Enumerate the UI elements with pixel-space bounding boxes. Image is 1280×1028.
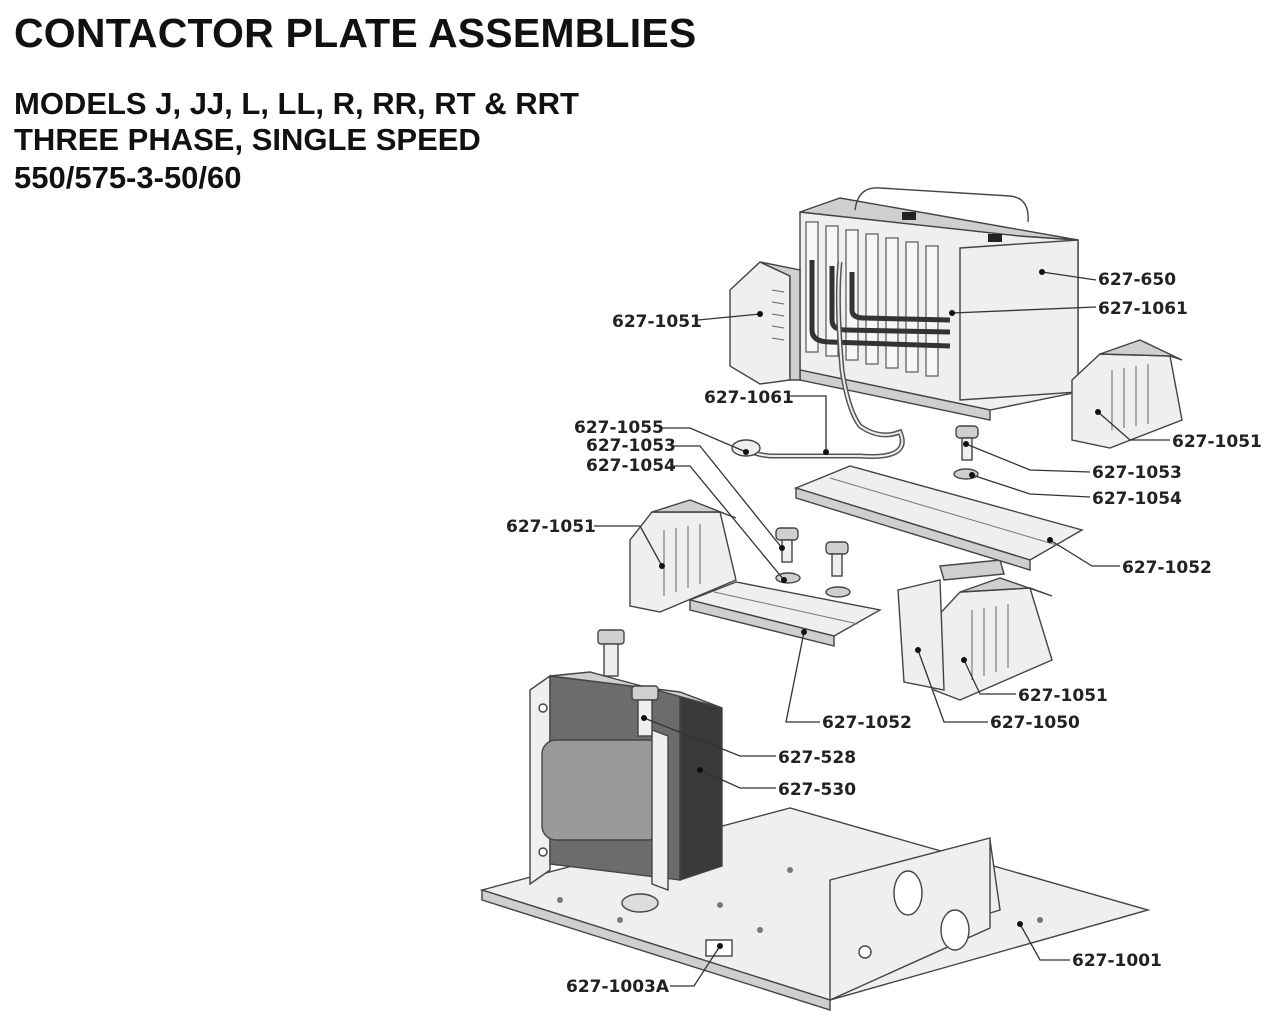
callout-627-1051-top-right: 627-1051 [1172, 432, 1262, 452]
callout-627-1061-top: 627-1061 [1098, 299, 1188, 319]
din-rail-lower [687, 581, 882, 647]
contactor [799, 187, 1079, 421]
terminal-block-mid-right [933, 577, 1053, 701]
callout-627-1053-left: 627-1053 [586, 436, 676, 456]
callout-627-1001: 627-1001 [1072, 951, 1162, 971]
callout-627-1052-left: 627-1052 [822, 713, 912, 733]
din-rail-upper [793, 465, 1084, 571]
terminal-block-top-right [1071, 339, 1183, 449]
transformer-bolts [597, 629, 659, 737]
terminal-block-mid-left [629, 499, 737, 613]
callout-627-650: 627-650 [1098, 270, 1176, 290]
callout-627-1003A: 627-1003A [566, 977, 670, 997]
voltage-subtitle: 550/575-3-50/60 [14, 160, 242, 195]
callout-627-1050: 627-1050 [990, 713, 1080, 733]
callout-627-1061-cable: 627-1061 [704, 388, 794, 408]
callout-627-1053-right: 627-1053 [1092, 463, 1182, 483]
ground-cable [731, 261, 905, 459]
models-subtitle: MODELS J, JJ, L, LL, R, RR, RT & RRT [14, 86, 579, 121]
callout-627-1051-top-left: 627-1051 [612, 312, 702, 332]
phase-subtitle: THREE PHASE, SINGLE SPEED [14, 122, 481, 157]
callout-627-530: 627-530 [778, 780, 856, 800]
callout-627-1052-right: 627-1052 [1122, 558, 1212, 578]
callout-627-1055: 627-1055 [574, 418, 664, 438]
callout-627-1051-mid-right: 627-1051 [1018, 686, 1108, 706]
callout-627-1054-right: 627-1054 [1092, 489, 1182, 509]
terminal-block-top-left [729, 261, 801, 385]
leader-lines [594, 269, 1170, 987]
page-title: CONTACTOR PLATE ASSEMBLIES [14, 10, 697, 56]
callout-627-1051-mid-left: 627-1051 [506, 517, 596, 537]
callout-627-1054-left: 627-1054 [586, 456, 676, 476]
end-clamp [897, 559, 1005, 691]
callout-627-528: 627-528 [778, 748, 856, 768]
screws-and-washers [775, 425, 979, 598]
